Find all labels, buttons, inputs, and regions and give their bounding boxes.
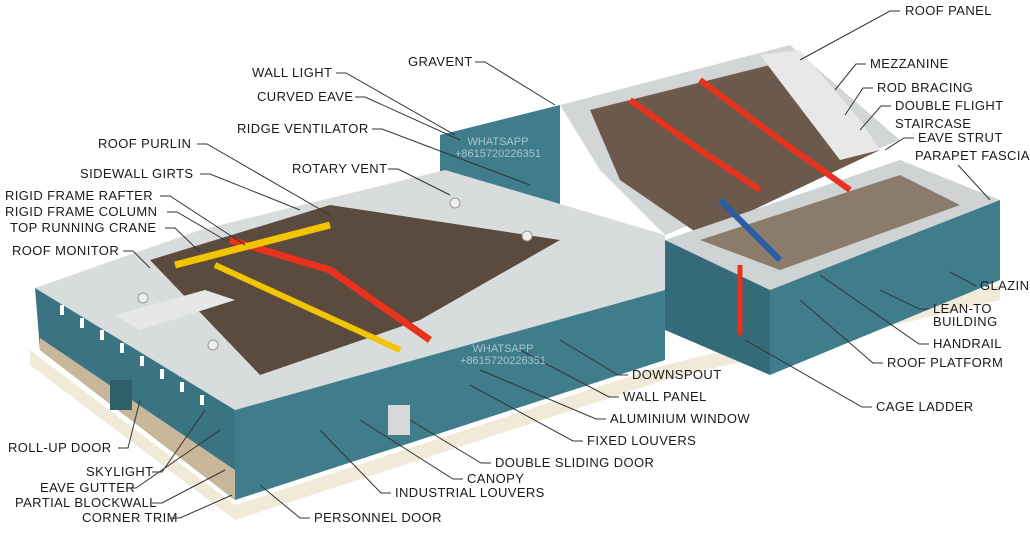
label-aluminium-window: ALUMINIUM WINDOW — [610, 411, 750, 426]
label-personnel-door: PERSONNEL DOOR — [314, 510, 442, 525]
watermark-line2: +8615720226351 — [455, 148, 541, 160]
label-downspout: DOWNSPOUT — [632, 367, 722, 382]
main-front-wall — [235, 290, 665, 500]
label-rigid-frame-column: RIGID FRAME COLUMN — [5, 204, 158, 219]
crane-beam — [213, 262, 402, 353]
label-wall-light: WALL LIGHT — [252, 65, 333, 80]
label-corner-trim: CORNER TRIM — [82, 510, 178, 525]
rigid-frame-rear — [628, 97, 762, 193]
label-skylight: SKYLIGHT — [86, 464, 154, 479]
label-glazing: GLAZIN — [980, 278, 1030, 293]
label-roll-up-door: ROLL-UP DOOR — [8, 440, 112, 455]
roof-monitor — [115, 290, 235, 330]
label-wall-panel: WALL PANEL — [623, 389, 707, 404]
label-sidewall-girts: SIDEWALL GIRTS — [80, 166, 194, 181]
lean-to-front-wall — [770, 200, 1000, 375]
double-sliding-door — [388, 405, 410, 435]
label-roof-purlin: ROOF PURLIN — [98, 136, 192, 151]
label-staircase: STAIRCASE — [895, 116, 972, 131]
watermark-line1: WHATSAPP — [467, 136, 529, 148]
lean-to-side-wall — [665, 240, 770, 375]
rotary-vent-2 — [521, 230, 533, 242]
label-rotary-vent: ROTARY VENT — [292, 161, 388, 176]
watermark-line2: +8615720226351 — [460, 355, 546, 367]
watermark-line1: WHATSAPP — [472, 343, 534, 355]
staircase — [717, 197, 783, 263]
aluminium-windows — [60, 305, 204, 405]
rigid-frame-rear-2 — [698, 77, 852, 193]
label-building: BUILDING — [933, 314, 998, 329]
curved-roof-panel — [760, 50, 880, 160]
label-parapet-fascia: PARAPET FASCIA — [915, 148, 1030, 163]
partial-blockwall — [40, 338, 235, 500]
top-running-crane — [174, 221, 331, 269]
label-ridge-ventilator: RIDGE VENTILATOR — [237, 121, 369, 136]
rotary-vent — [449, 197, 461, 209]
label-rod-bracing: ROD BRACING — [877, 80, 974, 95]
label-roof-platform: ROOF PLATFORM — [887, 355, 1004, 370]
watermark: WHATSAPP+8615720226351 — [460, 343, 546, 367]
rigid-frame-rafter — [228, 236, 433, 343]
label-canopy: CANOPY — [467, 471, 525, 486]
roll-up-door — [110, 380, 132, 410]
label-top-running-crane: TOP RUNNING CRANE — [10, 220, 157, 235]
label-rigid-frame-rafter: RIGID FRAME RAFTER — [5, 188, 154, 203]
label-eave-strut: EAVE STRUT — [918, 130, 1003, 145]
label-double-sliding-door: DOUBLE SLIDING DOOR — [495, 455, 655, 470]
label-handrail: HANDRAIL — [933, 336, 1002, 351]
label-roof-panel: ROOF PANEL — [905, 3, 992, 18]
rotary-vent-4 — [137, 292, 149, 304]
label-roof-monitor: ROOF MONITOR — [12, 243, 120, 258]
label-partial-blockwall: PARTIAL BLOCKWALL — [15, 495, 157, 510]
label-curved-eave: CURVED EAVE — [257, 89, 354, 104]
label-mezzanine: MEZZANINE — [870, 56, 949, 71]
label-double-flight: DOUBLE FLIGHT — [895, 98, 1004, 113]
label-eave-gutter: EAVE GUTTER — [40, 480, 136, 495]
leader-lines — [118, 10, 991, 519]
watermark: WHATSAPP+8615720226351 — [455, 136, 541, 160]
label-lean-to: LEAN-TO — [933, 301, 992, 316]
rotary-vent-3 — [207, 339, 219, 351]
label-gravent: GRAVENT — [408, 54, 473, 69]
label-cage-ladder: CAGE LADDER — [876, 399, 974, 414]
label-fixed-louvers: FIXED LOUVERS — [587, 433, 697, 448]
label-industrial-louvers: INDUSTRIAL LOUVERS — [395, 485, 545, 500]
